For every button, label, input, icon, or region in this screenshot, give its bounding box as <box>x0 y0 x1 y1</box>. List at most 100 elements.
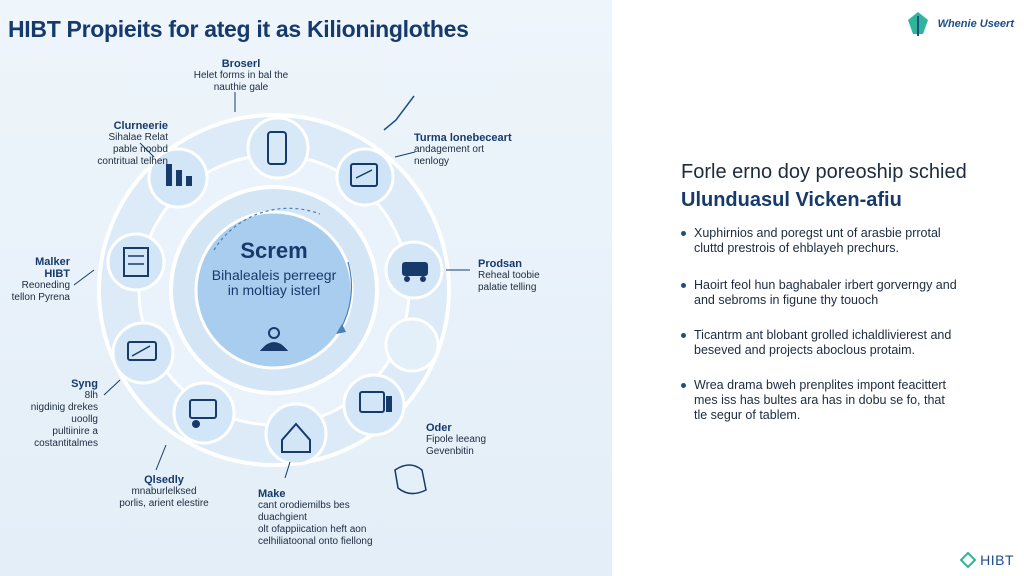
node-bottom-right-title: Oder <box>426 422 452 434</box>
node-label-left: Malker HIBT Reoneding tellon Pyrena <box>8 256 70 304</box>
node-top-line1: Helet forms in bal the <box>193 70 289 81</box>
node-bottom-title: Make <box>258 488 286 500</box>
arrow-head <box>336 324 346 334</box>
phone-icon <box>267 131 287 165</box>
node-top-left-line1: Sihalae Relat <box>108 132 168 143</box>
brand-bottom: HIBT <box>960 552 1014 568</box>
list-item: Xuphirnios and poregst unt of arasbie pr… <box>681 226 993 256</box>
bullet-line: Wrea drama bweh prenplites impont feacit… <box>694 378 946 392</box>
computer-icon <box>359 391 385 413</box>
node-bottom-left-line3: pultiinire a <box>52 426 98 437</box>
info-panel <box>612 0 1024 576</box>
node-top-right-line2: nenlogy <box>414 156 450 167</box>
screen-icon <box>350 163 378 187</box>
check-icon <box>383 95 415 131</box>
list-item: Haoirt feol hun baghabaler irbert gorver… <box>681 278 993 308</box>
node-label-bottom-left: Syng 8lh nigdinig drekes uoollg pultiini… <box>8 378 98 450</box>
info-bullet-list: Xuphirnios and poregst unt of arasbie pr… <box>681 226 993 440</box>
device-icon <box>402 262 428 276</box>
node-bottom-line3: olt ofappiication heft aon <box>258 524 367 535</box>
node-circle-right-mid <box>384 317 440 373</box>
node-circle-top-right <box>335 147 395 207</box>
node-left-line1: Reoneding <box>21 280 70 291</box>
info-heading-line2: Ulunduasul Vicken-afiu <box>681 189 902 211</box>
node-label-lower-left: Qlsedly mnaburlelksed porlis, arient ele… <box>104 474 224 510</box>
house-icon <box>281 422 311 453</box>
node-top-left-line3: contritual telhen <box>97 156 168 167</box>
node-bottom-left-line1: nigdinig drekes <box>30 402 98 413</box>
node-left-line2: tellon Pyrena <box>11 292 70 303</box>
node-bottom-left-title2: 8lh <box>84 390 98 401</box>
person-icon <box>259 327 289 351</box>
bullet-line: Xuphirnios and poregst unt of arasbie pr… <box>694 226 941 240</box>
brand-bottom-text: HIBT <box>980 552 1014 568</box>
node-circle-left <box>106 232 166 292</box>
brand-mark-icon <box>960 552 977 568</box>
node-circle-top <box>246 116 310 180</box>
node-bottom-right-line2: Gevenbitin <box>426 446 474 457</box>
bullet-line: mes iss has bultes ara has in dobu se fo… <box>694 393 945 407</box>
brand-top-text: Whenie Useert <box>937 18 1014 30</box>
node-bottom-left-line2: uoollg <box>71 414 98 425</box>
node-lower-left-line1: mnaburlelksed <box>131 486 197 497</box>
brand-top: Whenie Useert <box>904 10 1014 38</box>
brand-logo-icon <box>907 12 928 36</box>
node-circle-lower-right <box>342 373 406 437</box>
node-bottom-line4: celhiliatoonal onto fiellong <box>258 536 373 547</box>
chart-icon <box>127 341 157 361</box>
node-circle-right <box>384 240 444 300</box>
node-label-top-right: Turma lonebeceart andagement ort nenlogy <box>414 132 564 168</box>
center-title: Screm <box>240 238 308 263</box>
pointer-top-left <box>139 142 155 158</box>
info-heading: Forle erno doy poreoship schied Ulunduas… <box>681 158 1001 214</box>
node-top-left-title: Clurneerie <box>113 120 168 132</box>
bullet-line: tle segur of tablem. <box>694 408 801 422</box>
bullet-dot <box>681 231 686 236</box>
node-left-title: Malker <box>35 256 70 268</box>
list-item: Wrea drama bweh prenplites impont feacit… <box>681 378 993 423</box>
node-lower-left-line2: porlis, arient elestire <box>119 498 209 509</box>
node-left-title2: HIBT <box>44 268 70 280</box>
pointer-left <box>73 269 95 286</box>
node-bottom-line2: duachgient <box>258 512 307 523</box>
bullet-line: beseved and projects aboclous protaim. <box>694 343 915 357</box>
node-top-right-line1: andagement ort <box>414 144 485 155</box>
node-right-line1: Reheal toobie <box>478 270 540 281</box>
node-top-line2: nauthie gale <box>213 82 269 93</box>
node-label-top: Broserl Helet forms in bal the nauthie g… <box>186 58 296 94</box>
node-top-right-title: Turma lonebeceart <box>414 132 512 144</box>
node-label-bottom: Make cant orodiemilbs bes duachgient olt… <box>258 488 418 548</box>
bullet-dot <box>681 283 686 288</box>
node-bottom-right-line1: Fipole leeang <box>426 434 487 445</box>
cycle-arrow-arc-right <box>339 261 353 331</box>
node-bottom-line1: cant orodiemilbs bes <box>258 500 350 511</box>
pointer-lower-left <box>155 444 167 471</box>
node-circle-bottom-left <box>172 381 236 445</box>
tools-icon <box>189 399 217 419</box>
bullet-dot <box>681 333 686 338</box>
bullet-line: Ticantrm ant blobant grolled ichaldlivie… <box>694 328 952 342</box>
bullet-line: cluttd prestrois of ehblayeh prechurs. <box>694 241 899 255</box>
node-right-title: Prodsan <box>478 258 523 270</box>
node-right-line2: palatie telling <box>478 282 537 293</box>
hand-icon <box>394 464 427 495</box>
node-top-title: Broserl <box>221 58 261 70</box>
node-label-right: Prodsan Reheal toobie palatie telling <box>478 258 598 294</box>
page-title: HIBT Propieits for ateg it as Kilioningl… <box>8 16 469 42</box>
center-subtitle-line1: Bihalealeis perreegr <box>211 267 337 283</box>
node-label-top-left: Clurneerie Sihalae Relat pable noobd con… <box>28 120 168 168</box>
building-icon <box>123 247 149 277</box>
chart-bars-icon <box>166 164 172 186</box>
bullet-dot <box>681 383 686 388</box>
node-bottom-left-line4: costantitalmes <box>34 438 98 449</box>
node-circle-top-left <box>147 147 209 209</box>
pointer-bottom <box>284 461 291 479</box>
pointer-top-right <box>394 151 416 158</box>
info-heading-line1: Forle erno doy poreoship schied <box>681 161 967 183</box>
cycle-arrow-arc-top <box>213 207 321 251</box>
center-subtitle: Bihalealeis perreegr in moltiay isterl <box>203 268 345 298</box>
bullet-line: Haoirt feol hun baghabaler irbert gorver… <box>694 278 957 292</box>
node-label-bottom-right: Oder Fipole leeang Gevenbitin <box>426 422 536 458</box>
center-subtitle-line2: in moltiay isterl <box>227 282 321 298</box>
list-item: Ticantrm ant blobant grolled ichaldlivie… <box>681 328 993 358</box>
